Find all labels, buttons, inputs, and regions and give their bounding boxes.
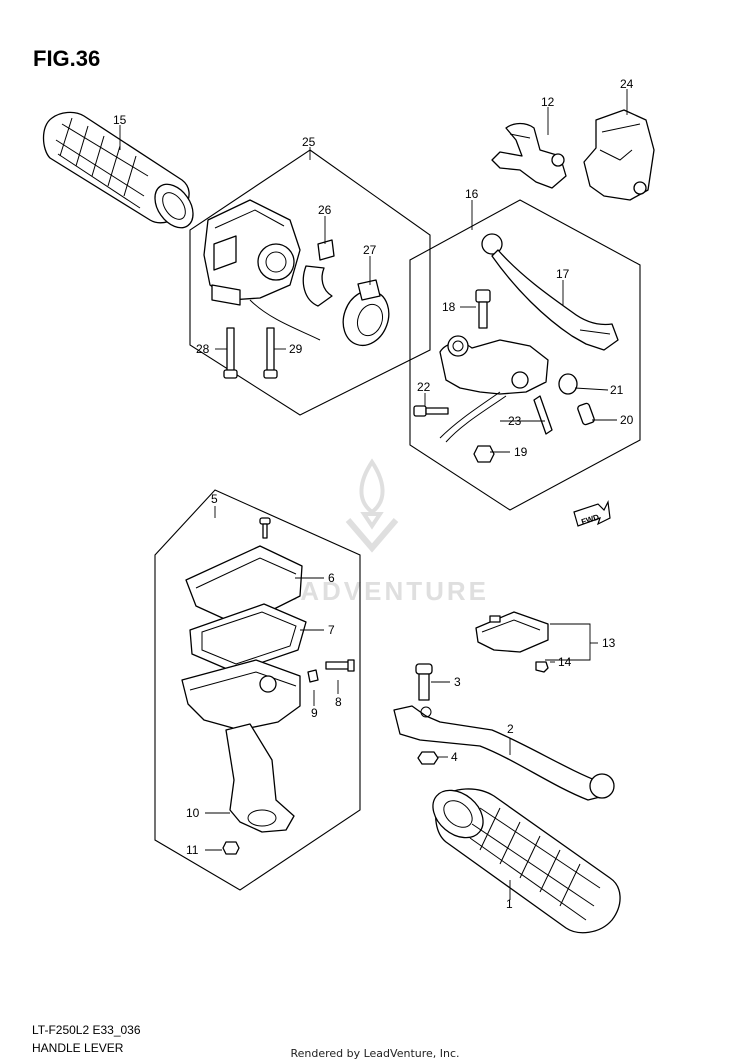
fwd-arrow-icon: FWD [573,499,611,527]
callout-6: 6 [328,571,335,585]
callout-29: 29 [289,342,303,356]
callout-labels: 15 25 26 27 28 29 12 24 16 17 18 22 23 2… [113,77,634,911]
part-16-brake-assembly[interactable] [409,199,641,511]
callout-2: 2 [507,722,514,736]
callout-7: 7 [328,623,335,637]
part-2-clutch-lever[interactable] [393,705,615,801]
assembly-frame-25 [189,149,431,416]
callout-21: 21 [610,383,624,397]
callout-16: 16 [465,187,479,201]
part-13-switch[interactable] [475,611,549,673]
callout-9: 9 [311,706,318,720]
assembly-frame-16 [409,199,641,511]
figure-title: FIG.36 [33,46,101,71]
callout-26: 26 [318,203,332,217]
callout-20: 20 [620,413,634,427]
part-24-cover[interactable] [583,109,655,201]
render-credit: Rendered by LeadVenture, Inc. [290,1047,460,1060]
assembly-frame-5 [154,489,361,891]
part-5-clutch-assembly[interactable] [154,489,361,891]
part-12-bracket[interactable] [491,122,567,189]
callout-3: 3 [454,675,461,689]
part-1-right-grip[interactable] [424,781,621,934]
callout-28: 28 [196,342,210,356]
callout-25: 25 [302,135,316,149]
callout-4: 4 [451,750,458,764]
callout-13: 13 [602,636,616,650]
leader-lines [119,89,628,900]
part-15-left-grip[interactable] [42,111,201,234]
callout-24: 24 [620,77,634,91]
callout-17: 17 [556,267,570,281]
callout-19: 19 [514,445,528,459]
part-3-pivot-bolt[interactable] [415,663,433,701]
callout-11: 11 [186,843,199,857]
callout-8: 8 [335,695,342,709]
callout-22: 22 [417,380,431,394]
callout-14: 14 [558,655,572,669]
callout-18: 18 [442,300,456,314]
diagram-caption: HANDLE LEVER [32,1041,124,1055]
part-25-switch-assembly[interactable] [189,149,431,416]
callout-1: 1 [506,897,513,911]
callout-12: 12 [541,95,555,109]
callout-27: 27 [363,243,377,257]
watermark-flame-icon [359,458,385,530]
callout-10: 10 [186,806,200,820]
callout-5: 5 [211,492,218,506]
callout-15: 15 [113,113,127,127]
callout-23: 23 [508,414,522,428]
diagram-code: LT-F250L2 E33_036 [32,1023,141,1037]
